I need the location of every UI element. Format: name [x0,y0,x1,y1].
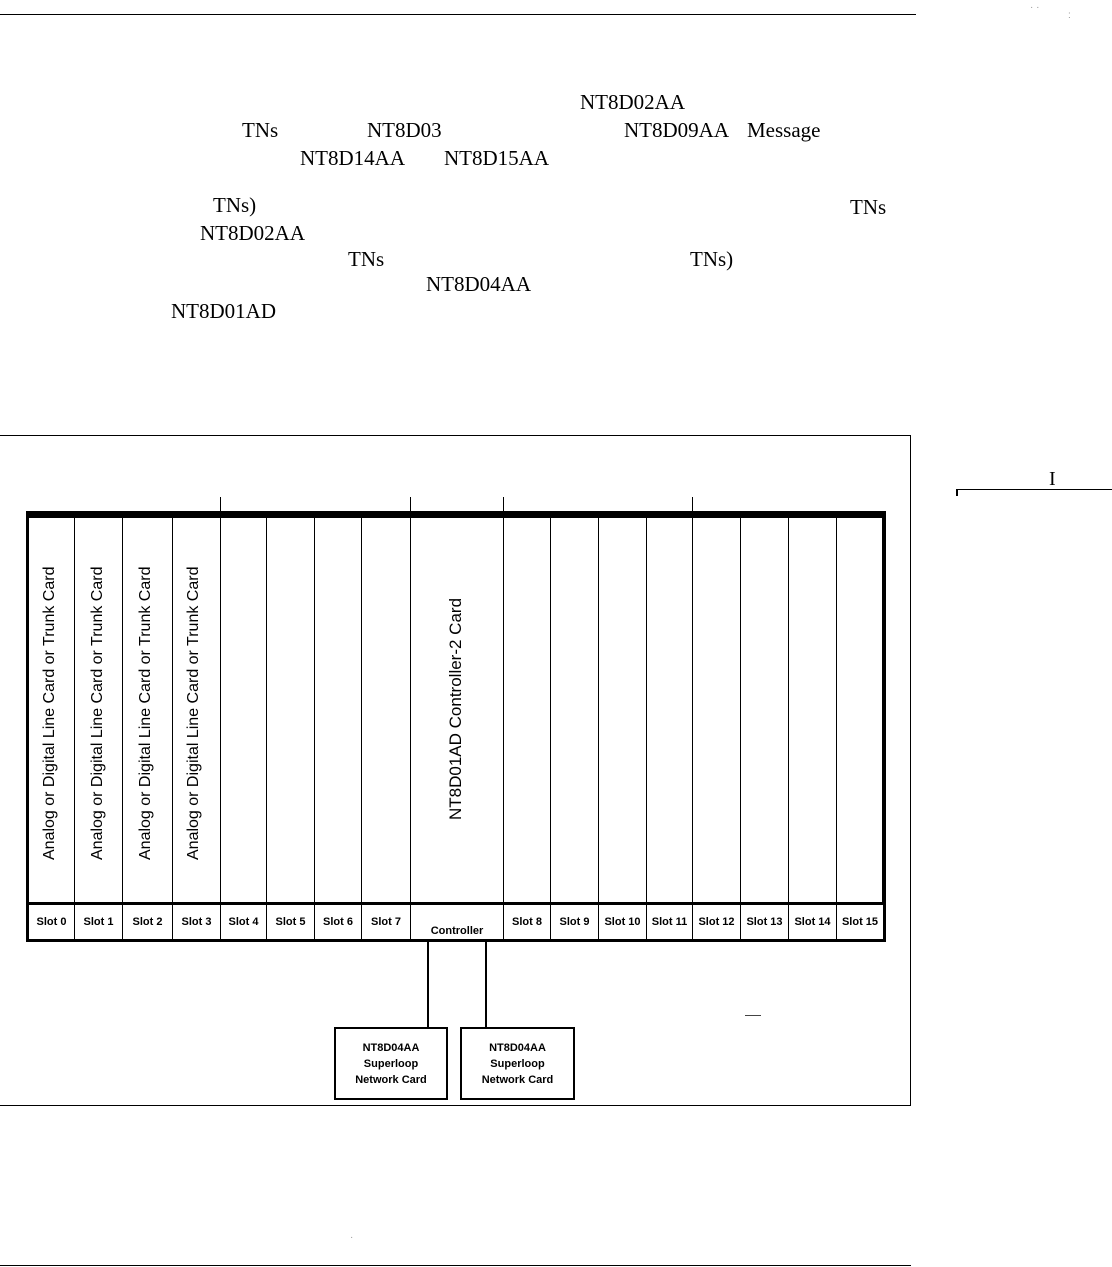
slot-label: Slot 7 [361,905,410,939]
text-fragment: NT8D02AA [580,90,685,114]
slot-label: Slot 11 [646,905,692,939]
shelf-divider-tick [410,497,411,511]
margin-mark: I [1049,468,1056,490]
text-fragment: TNs [242,118,279,142]
network-card-model: NT8D04AA [362,1041,420,1054]
shelf-right-wall [882,518,886,902]
slot-label: Slot 0 [36,916,67,928]
text-fragment: NT8D09AA [624,118,729,142]
margin-mark-tick [956,489,958,496]
text-fragment: NT8D14AA [300,146,405,170]
scan-speck: : [1068,10,1071,21]
scan-speck [745,1015,761,1016]
slot-label: Slot 9 [550,905,598,939]
card-slot [788,518,836,902]
bottom-rule [0,1265,911,1266]
card-slot [361,518,410,902]
card-slot [122,518,172,902]
slot-label: Slot 10 [598,905,646,939]
slot-label: Slot 15 [836,905,883,939]
text-fragment: NT8D15AA [444,146,549,170]
network-card-box: NT8D04AA Superloop Network Card [460,1027,575,1100]
top-rule [0,14,916,15]
slot-label: Slot 3 [172,905,220,939]
shelf-left-wall [26,518,29,942]
slot-label: Slot 1 [74,905,122,939]
slot-label: Slot 6 [314,905,361,939]
shelf-divider-tick [220,497,221,511]
slot-label: Slot 12 [692,905,740,939]
line-card-label: Analog or Digital Line Card or Trunk Car… [41,566,58,860]
text-fragment: TNs [348,247,385,271]
card-slot [74,518,122,902]
controller-card-label: NT8D01AD Controller-2 Card [446,597,465,820]
scan-speck: · [350,1232,354,1243]
card-slot [172,518,220,902]
text-fragment: TNs) [213,193,257,217]
shelf-divider-tick [692,497,693,511]
text-fragment: NT8D04AA [426,272,531,296]
card-slot [550,518,598,902]
slot-label-strip: Slot 0 Slot 1 Slot 2 Slot 3 Slot 4 Slot … [26,902,886,942]
connection-line [485,942,487,1027]
slot-label: Slot 5 [266,905,314,939]
slot-label: Slot 13 [740,905,788,939]
connection-line [427,942,429,1027]
text-fragment: NT8D02AA [200,221,305,245]
shelf-divider-tick [503,497,504,511]
scan-speck: · · [1030,2,1040,13]
line-card-label: Analog or Digital Line Card or Trunk Car… [137,566,154,860]
card-slot [266,518,314,902]
controller-slot [410,518,503,902]
slot-label: Slot 4 [220,905,266,939]
card-slot [314,518,361,902]
card-slot [646,518,692,902]
text-fragment: NT8D01AD [171,299,276,323]
network-card-type: Superloop [363,1057,419,1070]
line-card-label: Analog or Digital Line Card or Trunk Car… [89,566,106,860]
text-fragment: NT8D03 [367,118,442,142]
card-slot [740,518,788,902]
shelf-top-bar [26,511,886,518]
slot-label: Slot 14 [788,905,836,939]
line-card-label: Analog or Digital Line Card or Trunk Car… [185,566,202,860]
text-fragment: TNs) [690,247,734,271]
card-slot [503,518,550,902]
margin-mark-line [956,489,1112,490]
slot-label: Slot 2 [122,905,172,939]
card-slot [692,518,740,902]
slot-label: Slot 8 [503,905,550,939]
network-card-box: NT8D04AA Superloop Network Card [334,1027,448,1100]
text-fragment: TNs [850,195,887,219]
text-fragment: Message [747,118,821,142]
controller-slot-label: Controller [410,905,503,939]
card-slot [220,518,266,902]
network-card-desc: Network Card [355,1073,427,1086]
card-slot [598,518,646,902]
card-slot [836,518,882,902]
network-card-desc: Network Card [481,1073,554,1086]
figure-frame [0,435,911,1106]
network-card-model: NT8D04AA [489,1041,546,1054]
network-card-type: Superloop [490,1057,545,1070]
